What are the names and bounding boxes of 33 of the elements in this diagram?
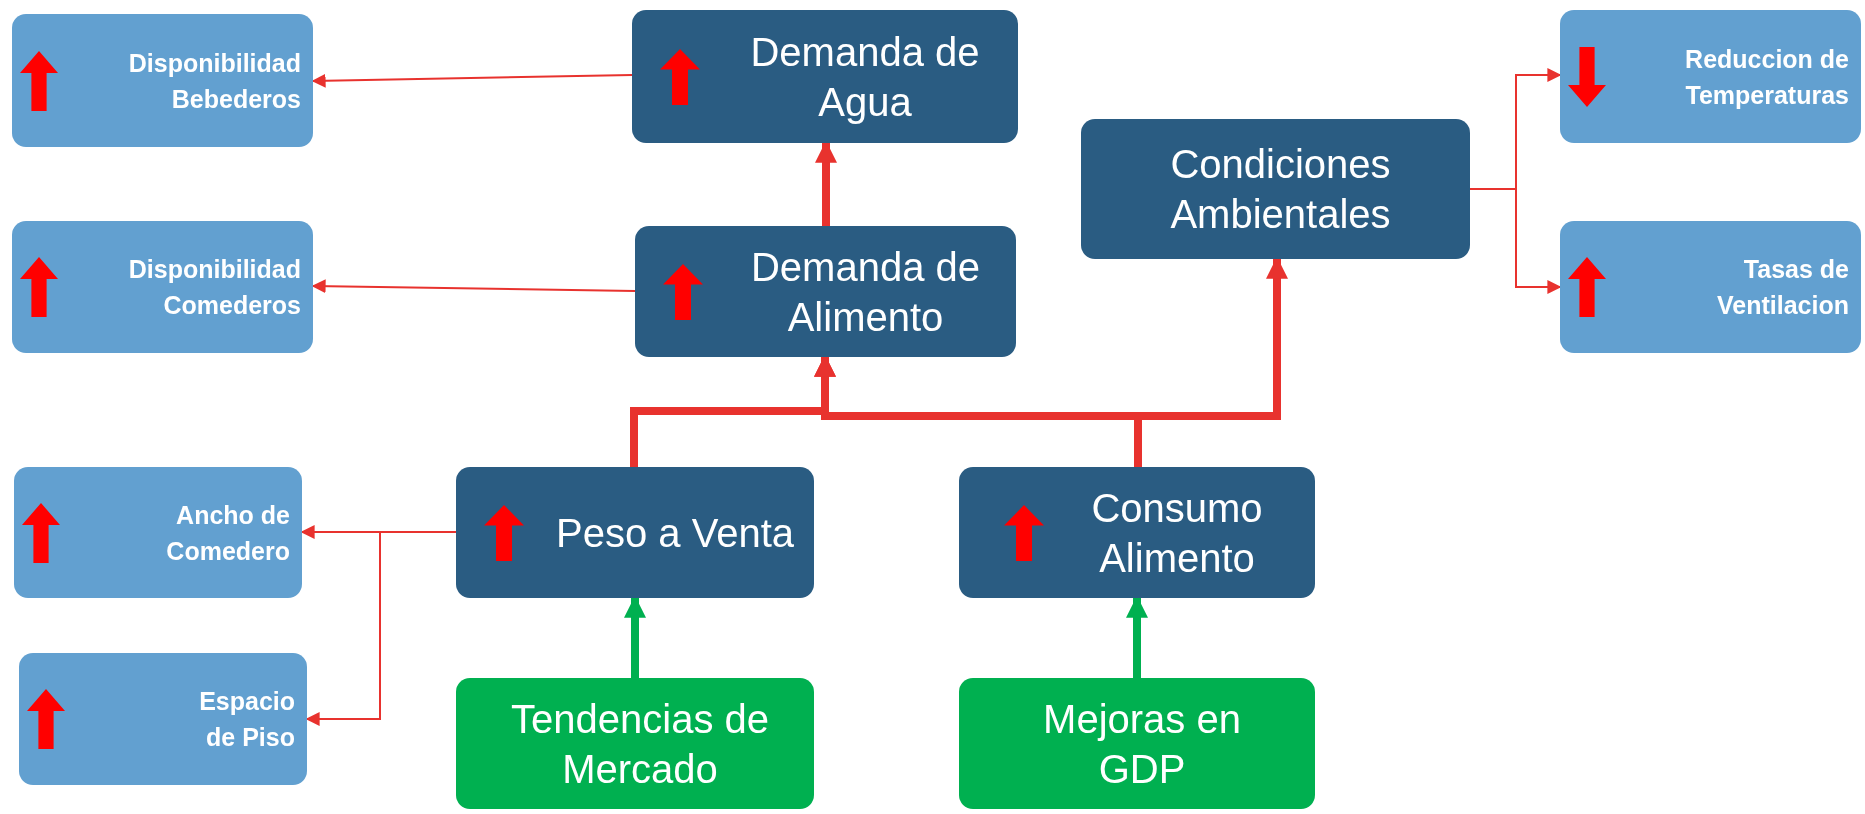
process-box [959,467,1315,598]
node-label: Consumo Alimento [1090,484,1264,582]
effect-box [14,467,302,598]
node-label: Tendencias de Mercado [510,695,770,793]
node-label: Tasas de Ventilacion [1716,254,1850,321]
effect-box [12,221,313,353]
node-label: Demanda de Alimento [749,243,981,341]
node-label: Peso a Venta [555,509,795,557]
process-box [632,10,1018,143]
effect-box [19,653,307,785]
process-box [635,226,1016,357]
arrow [305,531,457,726]
arrow [311,73,633,88]
node-label: Disponibilidad Bebederos [127,47,302,115]
arrow [1469,188,1562,294]
effect-box [1560,221,1861,353]
process-box [1081,119,1470,259]
process-box [456,467,814,598]
node-label: Espacio de Piso [198,686,296,753]
driver-box [959,678,1315,809]
arrow [1126,595,1148,678]
arrow [624,595,646,678]
node-label: Mejoras en GDP [1042,695,1242,793]
node-label: Ancho de Comedero [165,499,291,567]
node-label: Reduccion de Temperaturas [1684,43,1850,111]
arrow [815,140,837,226]
arrow [311,279,636,294]
node-label: Disponibilidad Comederos [127,254,302,321]
effect-box [12,14,313,147]
driver-box [456,678,814,809]
node-label: Condiciones Ambientales [1169,141,1392,238]
node-label: Demanda de Agua [749,28,981,126]
effect-box [1560,10,1861,143]
